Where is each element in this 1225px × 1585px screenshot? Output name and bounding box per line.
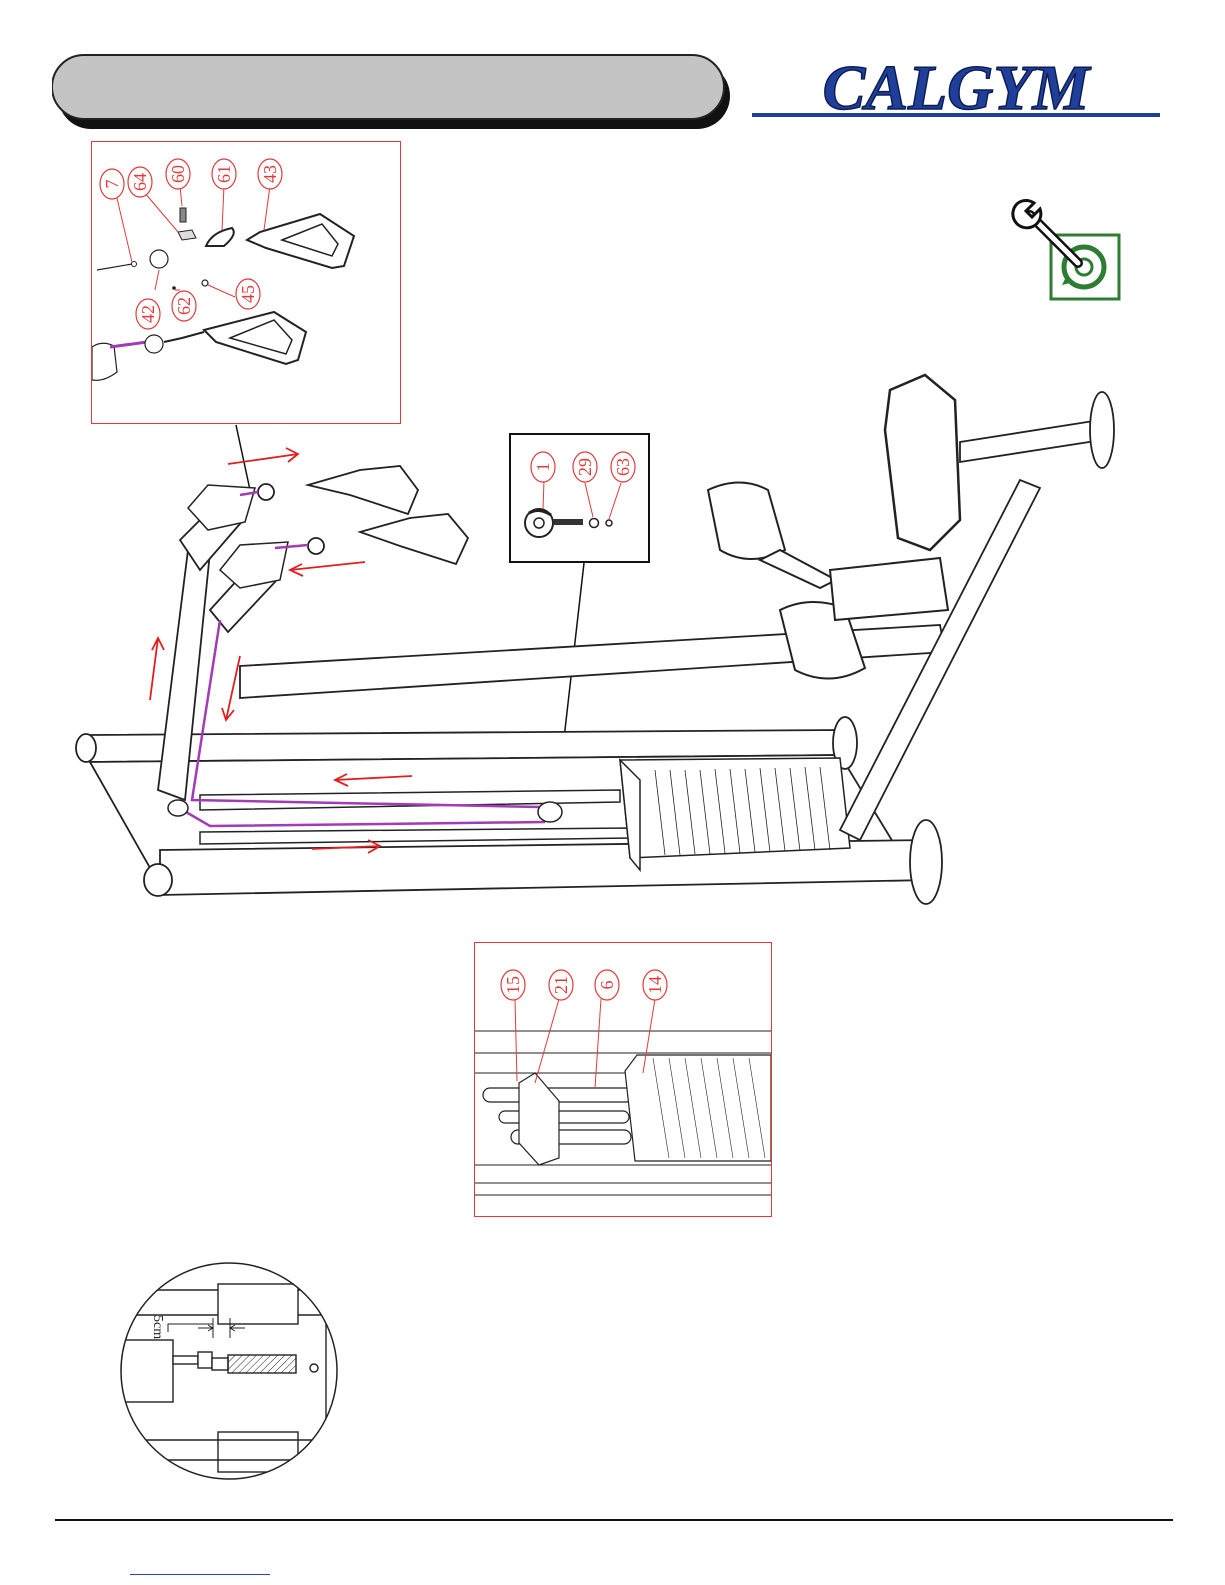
wrench-torque-icon <box>1010 195 1125 303</box>
part-label-21: 21 <box>551 976 571 994</box>
part-label-6: 6 <box>597 981 617 990</box>
part-label-43: 43 <box>260 165 280 183</box>
part-label-60: 60 <box>168 165 188 183</box>
back-pad <box>885 375 960 550</box>
part-label-45: 45 <box>238 285 258 303</box>
part-label-62: 62 <box>174 297 194 315</box>
footer-link-underline[interactable] <box>130 1574 270 1575</box>
logo-text: CALGYM <box>823 55 1092 123</box>
part-label-64: 64 <box>130 173 150 191</box>
weight-stack-detail-drawing: 15 21 6 14 <box>475 943 771 1216</box>
dimension-detail-circle: 5cm <box>118 1260 340 1482</box>
part-label-42: 42 <box>138 305 158 323</box>
weight-stack-detail-callout: 15 21 6 14 <box>474 942 772 1217</box>
header-bar <box>52 53 732 131</box>
part-label-61: 61 <box>214 165 234 183</box>
machine-assembly-drawing <box>60 370 1160 930</box>
part-label-14: 14 <box>645 976 665 994</box>
calgym-logo: CALGYM <box>752 55 1172 123</box>
part-label-7: 7 <box>102 180 122 189</box>
part-label-15: 15 <box>503 976 523 994</box>
dimension-label: 5cm <box>150 1315 165 1339</box>
footer-rule <box>55 1519 1173 1521</box>
